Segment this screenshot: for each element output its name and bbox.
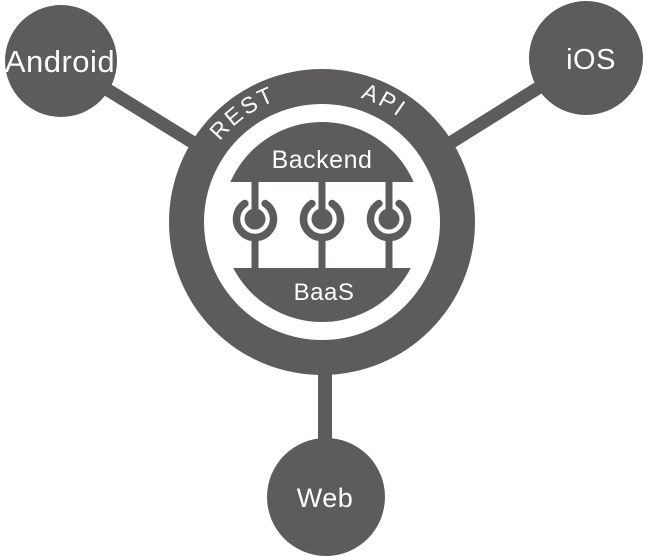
android-label: Android — [5, 44, 115, 79]
web-node: Web — [267, 438, 385, 556]
plug-icon — [232, 182, 278, 268]
web-label: Web — [297, 483, 354, 513]
android-circle — [5, 5, 117, 117]
plug-icon — [366, 182, 412, 268]
backend-label: Backend — [272, 146, 373, 174]
web-circle — [267, 438, 385, 556]
plug-icon — [299, 182, 345, 268]
plug-icon-row — [232, 182, 412, 268]
ios-node: iOS — [529, 1, 643, 115]
ios-circle — [529, 1, 643, 115]
ios-label: iOS — [566, 44, 616, 76]
android-node: Android — [5, 5, 117, 117]
baas-label: BaaS — [294, 279, 355, 306]
